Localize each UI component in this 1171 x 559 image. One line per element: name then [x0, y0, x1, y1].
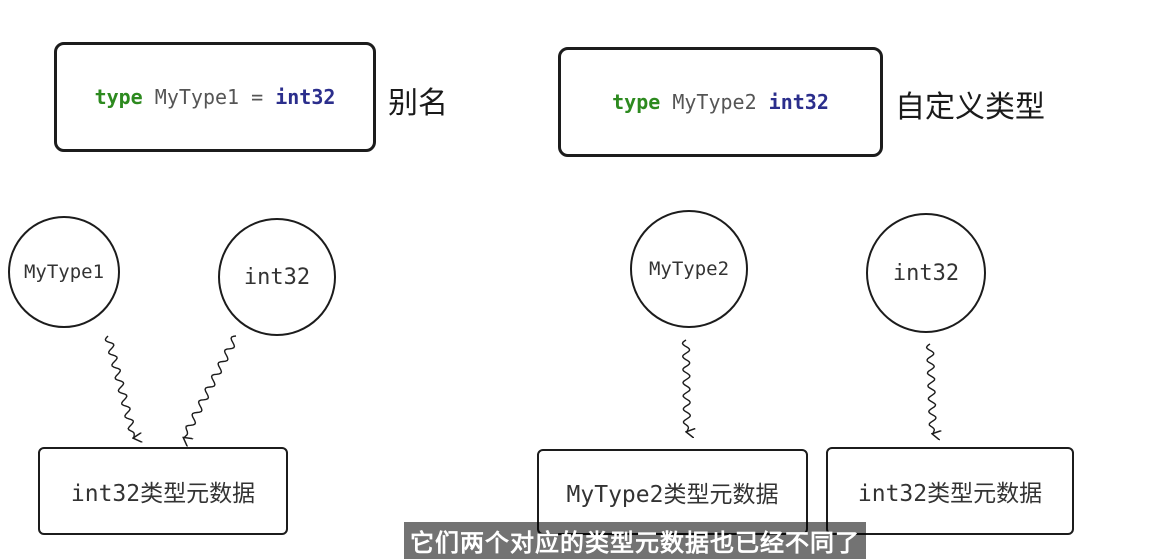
keyword-type: type: [612, 90, 661, 114]
equals-sign: =: [251, 85, 264, 109]
meta-box-int32-left: int32类型元数据: [38, 447, 288, 535]
custom-type-label: 自定义类型: [895, 90, 1045, 125]
squiggle-arrow: [184, 335, 237, 438]
circle-mytype2: MyType2: [630, 210, 748, 328]
circle-int32-right: int32: [866, 213, 986, 333]
alias-code: type MyType1 = int32: [95, 85, 336, 109]
alias-label: 别名: [388, 86, 448, 121]
squiggle-arrow: [681, 339, 691, 432]
squiggle-arrow: [104, 335, 134, 438]
meta-box-int32-right: int32类型元数据: [826, 447, 1074, 535]
custom-type-code: type MyType2 int32: [612, 90, 829, 114]
keyword-type: type: [94, 85, 143, 109]
meta-box-mytype2: MyType2类型元数据: [537, 449, 808, 535]
circle-int32-left: int32: [218, 218, 336, 336]
type-name: MyType1: [154, 85, 240, 109]
custom-type-code-box: type MyType2 int32: [558, 47, 883, 157]
circle-mytype1: MyType1: [8, 216, 120, 328]
video-subtitle: 它们两个对应的类型元数据也已经不同了: [404, 522, 866, 559]
squiggle-arrow: [925, 343, 936, 434]
alias-code-box: type MyType1 = int32: [54, 42, 376, 152]
keyword-int32: int32: [275, 85, 336, 109]
keyword-int32: int32: [768, 90, 829, 114]
type-name: MyType2: [672, 90, 757, 114]
